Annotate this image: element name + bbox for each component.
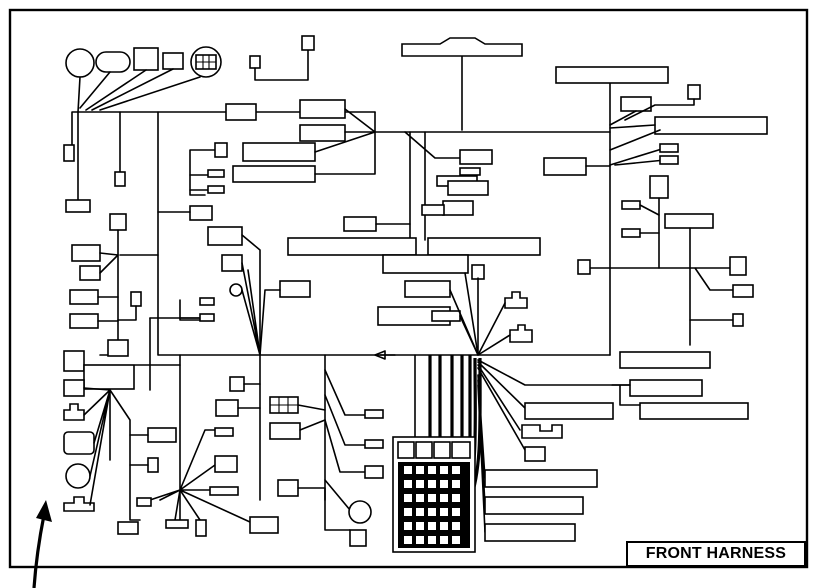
diagram-title-box: FRONT HARNESS	[626, 541, 806, 567]
pointer-arrow	[32, 500, 52, 588]
diagram-title: FRONT HARNESS	[645, 545, 787, 562]
center-upper-cluster	[287, 131, 541, 356]
top-center-cluster	[157, 37, 523, 221]
right-upper-cluster	[543, 66, 768, 369]
diagram-frame	[8, 8, 809, 569]
bottom-center-cluster	[269, 369, 384, 547]
bottom-left-cluster	[63, 350, 279, 537]
top-left-cluster	[63, 35, 315, 213]
fuse-block-cluster	[374, 350, 749, 553]
left-middle-cluster	[69, 213, 311, 357]
